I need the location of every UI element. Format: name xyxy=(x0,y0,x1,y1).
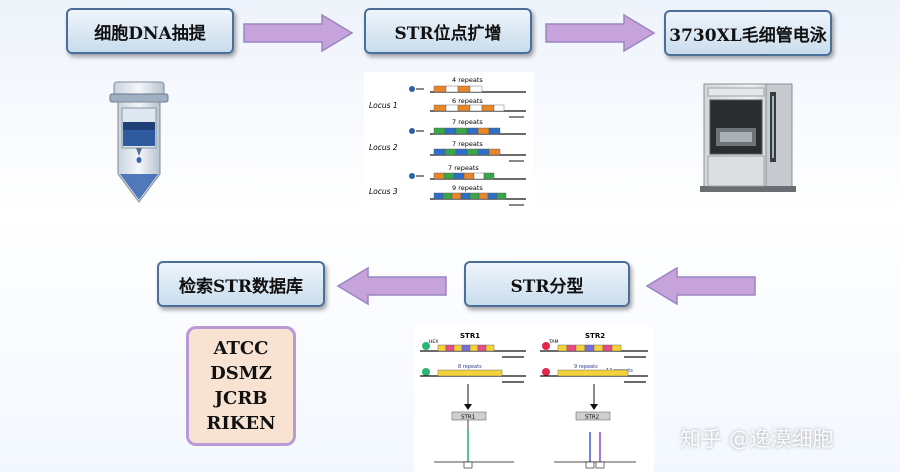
arrow-right-1-icon xyxy=(243,13,354,53)
str2-title: STR2 xyxy=(585,332,605,340)
database-jcrb: JCRB xyxy=(214,388,268,409)
step-electrophoresis[interactable]: 3730XL毛细管电泳 xyxy=(664,10,832,56)
watermark-text: 知乎 @逸漠细胞 xyxy=(680,427,834,451)
step-str-typing[interactable]: STR分型 xyxy=(464,261,630,307)
str1-tag: HEX xyxy=(429,339,438,345)
sequencer-machine-icon xyxy=(700,83,796,192)
str-loci-panel: 4 repeats Locus 1 6 repeats 7 repeats Lo… xyxy=(364,72,534,212)
str2-result: STR2 xyxy=(585,415,599,421)
locus2-repeat-a: 7 repeats xyxy=(452,118,483,126)
step-dna-extraction[interactable]: 细胞DNA抽提 xyxy=(66,8,234,54)
str1-repeat-blocks-top xyxy=(437,344,495,352)
database-dsmz: DSMZ xyxy=(210,363,272,384)
str1-repeats: 8 repeats xyxy=(458,364,482,370)
locus1-label: Locus 1 xyxy=(369,101,398,110)
locus1-repeat-b: 6 repeats xyxy=(452,97,483,105)
arrow-left-2-icon xyxy=(336,266,447,306)
str2-repeats-a: 9 repeats xyxy=(574,364,598,370)
step-database-search[interactable]: 检索STR数据库 xyxy=(157,261,325,307)
str-typing-panel: STR1 HEX 8 repeats STR1 STR2 TAM xyxy=(414,326,654,472)
str1-result: STR1 xyxy=(461,415,475,421)
str-typing-diagram: STR1 HEX 8 repeats STR1 STR2 TAM xyxy=(420,332,648,469)
database-riken: RIKEN xyxy=(206,413,276,434)
spin-column-tube-icon xyxy=(109,81,169,203)
step-str-amplification[interactable]: STR位点扩增 xyxy=(364,8,532,54)
database-list: ATCC DSMZ JCRB RIKEN xyxy=(186,326,296,446)
locus3-label: Locus 3 xyxy=(369,187,398,196)
locus3-repeat-a: 7 repeats xyxy=(448,164,479,172)
str2-repeat-blocks-top xyxy=(557,344,622,352)
str-loci-diagram: 4 repeats Locus 1 6 repeats 7 repeats Lo… xyxy=(369,76,526,206)
str1-title: STR1 xyxy=(460,332,480,340)
str2-tag: TAM xyxy=(548,339,558,345)
locus2-label: Locus 2 xyxy=(369,143,398,152)
locus2-repeat-b: 7 repeats xyxy=(452,140,483,148)
locus3-repeat-b: 9 repeats xyxy=(452,184,483,192)
locus1-repeat-a: 4 repeats xyxy=(452,76,483,84)
arrow-right-2-icon xyxy=(545,13,656,53)
arrow-left-1-icon xyxy=(645,266,756,306)
database-atcc: ATCC xyxy=(213,338,269,359)
